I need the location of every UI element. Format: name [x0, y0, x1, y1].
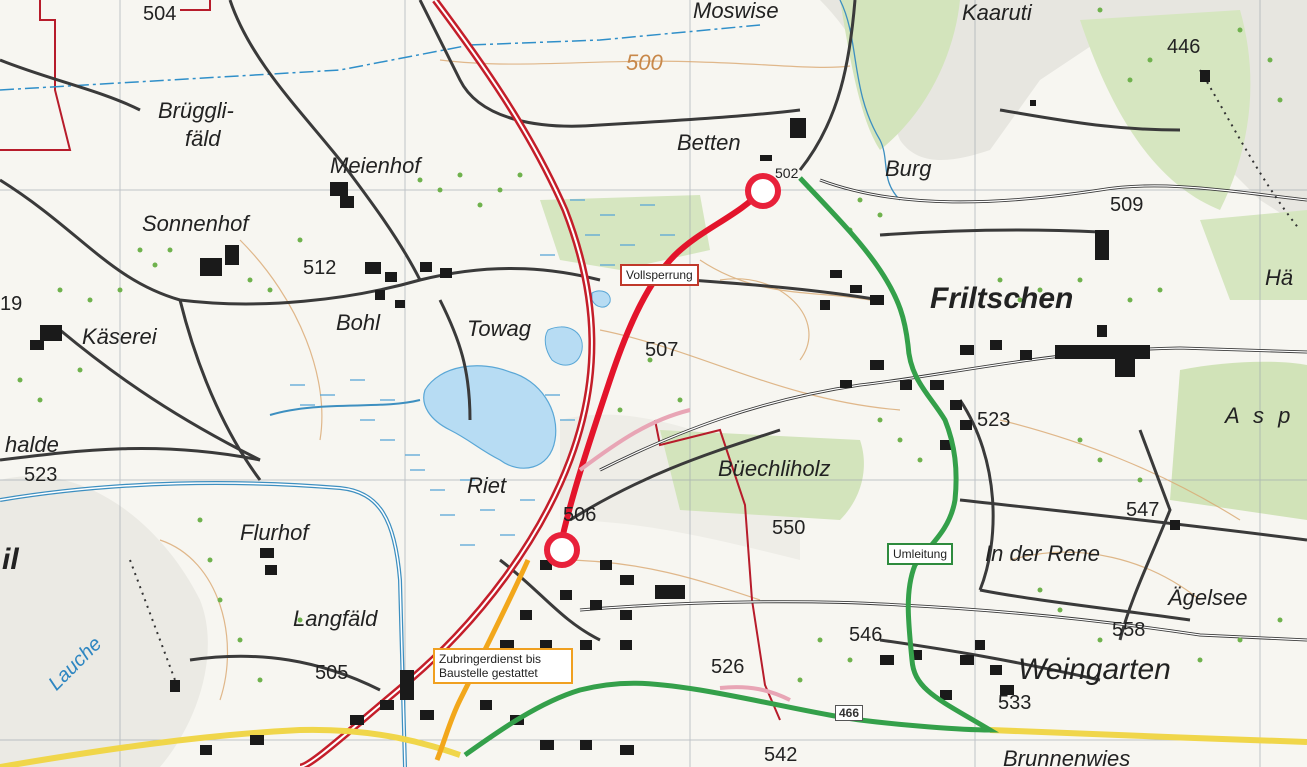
river-lauche — [0, 482, 406, 767]
place-label-kaeserei: Käserei — [82, 324, 157, 349]
marsh-hatching — [290, 199, 675, 546]
place-label-moswise: Moswise — [693, 0, 779, 23]
elevation-label: 506 — [563, 504, 597, 526]
place-label-friltschen: Friltschen — [930, 282, 1074, 315]
place-label-sonnenhof: Sonnenhof — [142, 211, 249, 236]
place-label-brueggli: Brüggli- — [158, 98, 234, 123]
elevation-label: 512 — [303, 257, 337, 279]
forest-area — [1080, 10, 1251, 210]
closure-route — [557, 187, 765, 549]
elevation-label: 505 — [315, 662, 349, 684]
elevation-label: 446 — [1167, 36, 1201, 58]
place-label-in-der-rene: In der Rene — [985, 541, 1100, 566]
place-label-halde: halde — [5, 432, 59, 457]
elevation-label: 542 — [764, 744, 798, 766]
closure-marker-south[interactable] — [544, 532, 580, 568]
elevation-label: 504 — [143, 3, 177, 25]
forest-area — [540, 195, 710, 270]
place-label-haer: Hä — [1265, 265, 1294, 290]
closure-marker-north[interactable] — [745, 173, 781, 209]
orchard-trees — [17, 7, 1283, 683]
road-remnant — [578, 408, 691, 472]
elevation-label: 502 — [775, 165, 799, 181]
elevation-label: 526 — [711, 656, 745, 678]
place-label-flurhof: Flurhof — [240, 520, 309, 545]
place-label-il: il — [2, 543, 19, 576]
place-label-burg: Burg — [885, 156, 932, 181]
place-label-weingarten: Weingarten — [1018, 653, 1171, 686]
road-remnant — [719, 685, 791, 702]
detour-route — [463, 176, 1000, 758]
main-road-yellow — [989, 727, 1307, 745]
forest-area — [1170, 361, 1307, 520]
forest-area — [840, 0, 960, 150]
place-label-langfaeld: Langfäld — [293, 606, 378, 631]
place-label-bohl: Bohl — [336, 310, 381, 335]
elevation-label: 547 — [1126, 499, 1160, 521]
place-label-betten: Betten — [677, 130, 741, 155]
stream — [269, 399, 421, 416]
elevation-label: 523 — [24, 464, 58, 486]
elevation-label: 550 — [772, 517, 806, 539]
access-route — [434, 558, 531, 761]
relief-shading — [0, 476, 208, 767]
place-label-riet: Riet — [467, 473, 507, 498]
administrative-line — [0, 24, 761, 91]
place-label-kaaruti: Kaaruti — [962, 0, 1032, 25]
place-label-meienhof: Meienhof — [330, 153, 421, 178]
place-label-buechliholz: Büechliholz — [718, 456, 831, 481]
elevation-label: 533 — [998, 692, 1032, 714]
place-label-asp: A s p — [1225, 403, 1295, 428]
pond — [544, 326, 583, 366]
elevation-label: 19 — [0, 293, 23, 315]
elevation-label: 558 — [1112, 619, 1146, 641]
boundary-line — [0, 0, 781, 721]
forest-area — [1200, 210, 1307, 300]
main-road-centerline — [299, 0, 593, 767]
lake — [423, 365, 557, 469]
buildings — [30, 70, 1210, 755]
elevation-label: 509 — [1110, 194, 1144, 216]
place-label-towag: Towag — [467, 316, 532, 341]
pond — [591, 290, 611, 308]
access-callout[interactable]: Zubringerdienst bis Baustelle gestattet — [433, 648, 573, 684]
elevation-label: 546 — [849, 624, 883, 646]
place-label-brunnenwies: Brunnenwies — [1003, 746, 1131, 767]
road-number-badge: 466 — [835, 705, 864, 721]
footpaths — [129, 69, 1301, 681]
contour-label: 500 — [626, 50, 663, 75]
place-label-aegelsee: Ägelsee — [1168, 585, 1248, 610]
detour-callout[interactable]: Umleitung — [887, 543, 954, 565]
elevation-label: 523 — [977, 409, 1011, 431]
place-label-brueggli-2: fäld — [185, 126, 221, 151]
closure-callout[interactable]: Vollsperrung — [620, 264, 699, 286]
elevation-label: 507 — [645, 339, 679, 361]
main-road-yellow — [0, 726, 461, 767]
